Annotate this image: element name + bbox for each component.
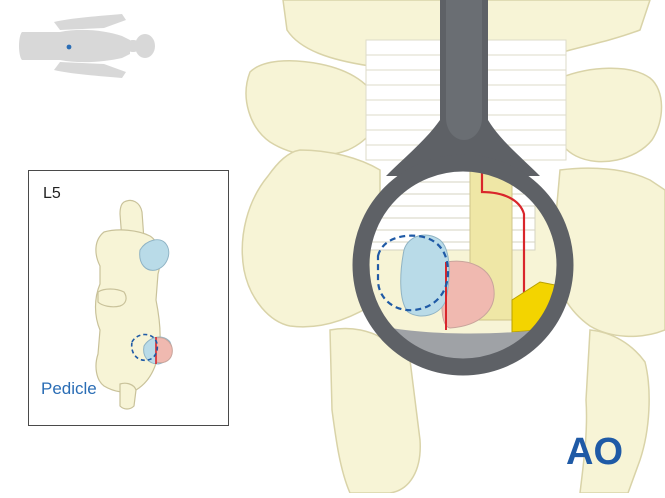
location-dot [66,44,72,50]
disc-segment [400,234,450,317]
svg-text:AO: AO [566,431,623,473]
lower-spinous-process [329,327,421,494]
magnifier-icon [352,0,574,376]
resected-pedicle [441,260,495,329]
left-articular-process [245,59,380,157]
ao-logo: AO [566,431,623,473]
dura-outline [480,171,526,330]
lamina [241,149,381,328]
inset-dashed-pedicle [130,333,159,362]
lower-right-process [579,329,650,494]
magnifier-rim [352,154,574,376]
right-articular-process [550,67,663,163]
pedicle-label: Pedicle [41,379,97,398]
inset-vertebra-diagram [94,199,173,410]
l5-vertebra-lateral [94,199,173,410]
vertebra-level-label: L5 [43,185,61,202]
upper-facet [139,239,170,271]
dashed-pedicle-outline [376,234,450,312]
body-silhouette-icon [19,14,155,78]
